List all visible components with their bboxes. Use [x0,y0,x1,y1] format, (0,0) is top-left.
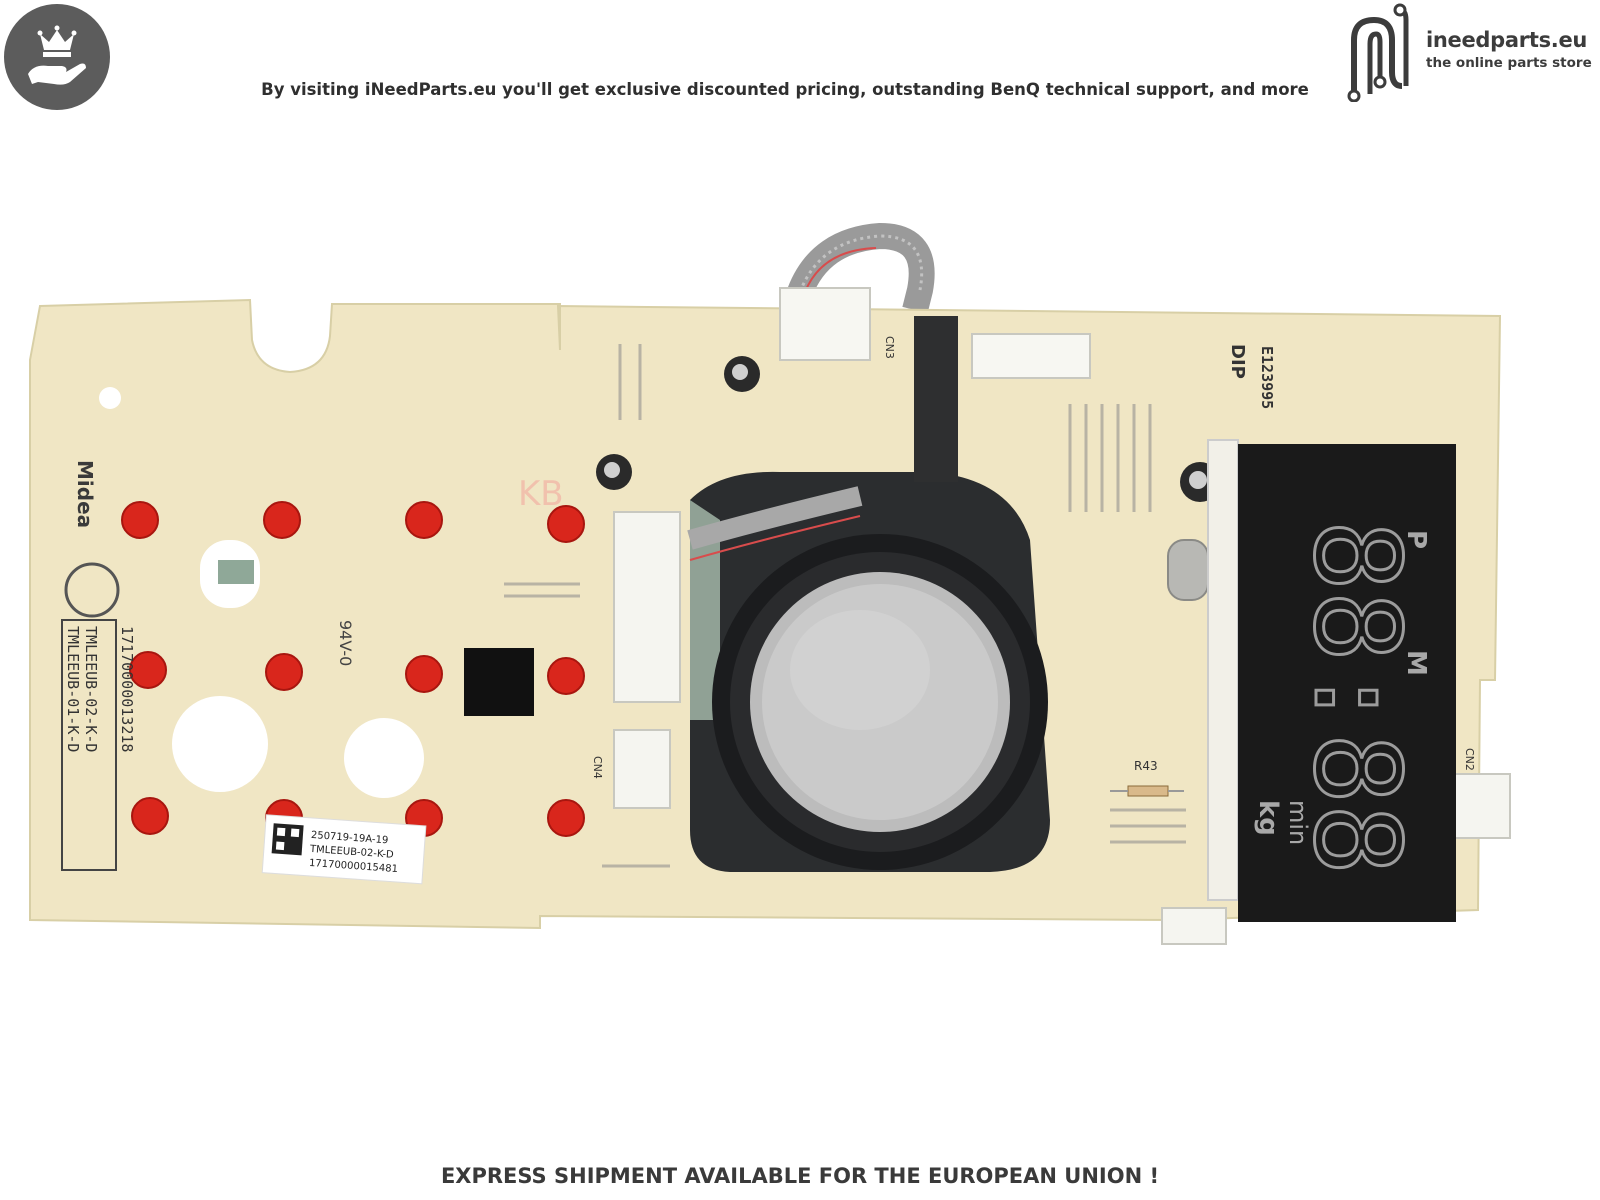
led-11 [129,651,167,689]
cn3-label: CN3 [883,336,896,359]
led-13 [131,797,169,835]
cn2-label: CN2 [1463,748,1476,771]
pcb-control-board-photo: R43 Midea [0,220,1600,980]
express-shipment-notice: EXPRESS SHIPMENT AVAILABLE FOR THE EUROP… [440,1164,1160,1188]
lcd-display [1238,444,1456,922]
connector-cn4 [613,729,671,809]
display-p: P [1401,530,1431,549]
brand-mark: Midea [73,460,97,528]
dip-label: DIP [1227,344,1248,379]
brand-name: ineedparts.eu [1426,28,1588,52]
crown-hand-icon [4,4,110,110]
sticker-code: 250719-19A-19 [311,830,389,846]
board-code: E123995 [1258,346,1276,409]
led-4 [405,501,443,539]
display-digits: 88:88 [1288,520,1426,875]
label-line1: TMLEEUB-01-K-D [64,626,82,752]
led-7 [547,657,585,695]
led-8 [547,505,585,543]
part-number: 17170000013218 [118,626,136,752]
ineedparts-logo-icon [1344,2,1420,103]
header-tagline: By visiting iNeedParts.eu you'll get exc… [261,80,1309,99]
led-5 [265,653,303,691]
cn4-label: CN4 [591,756,604,779]
display-kg: kg [1253,800,1283,836]
led-12 [547,799,585,837]
kb-mark: KB [518,474,564,514]
led-6 [405,655,443,693]
connector-cn3 [779,287,871,361]
label-line2: TMLEEUB-02-K-D [82,626,100,752]
led-9 [263,501,301,539]
brand-subtitle: the online parts store [1426,55,1592,71]
display-min: min [1284,800,1312,845]
resistor-r43-label: R43 [1134,759,1158,773]
rating-mark: 94V-0 [336,620,355,666]
led-10 [121,501,159,539]
display-m: M [1401,650,1431,676]
